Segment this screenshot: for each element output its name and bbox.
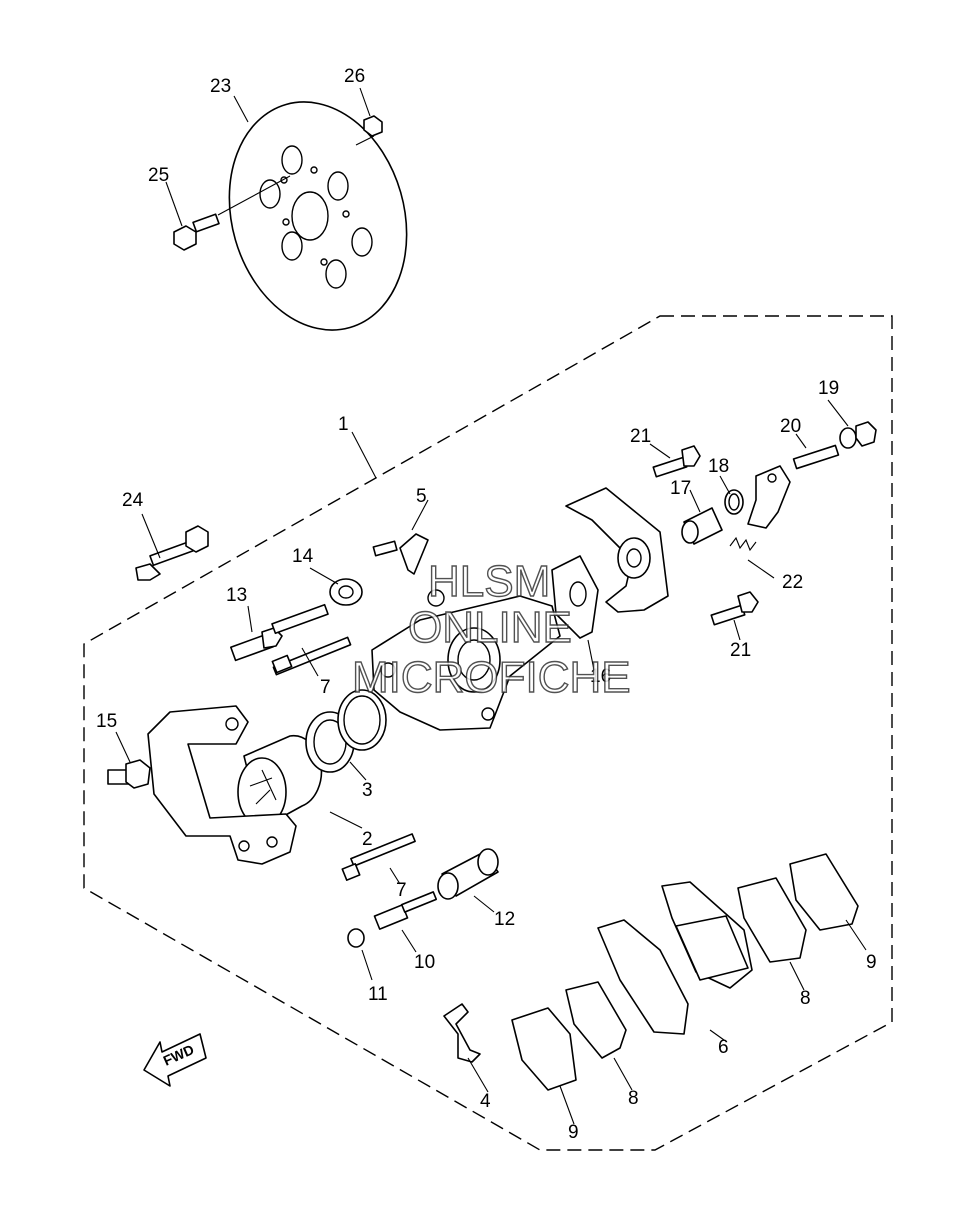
slide-sleeve[interactable] bbox=[437, 848, 499, 900]
mount-bolt[interactable] bbox=[107, 759, 151, 789]
callout-9-lower: 9 bbox=[568, 1122, 579, 1143]
bracket-bolt-lower[interactable] bbox=[710, 591, 759, 626]
washer-nut[interactable] bbox=[839, 421, 877, 449]
leader-lines bbox=[115, 87, 867, 1125]
callout-5: 5 bbox=[416, 486, 427, 507]
callout-25: 25 bbox=[148, 165, 169, 186]
part-callouts: 23 26 25 1 19 20 21 18 17 5 24 14 13 22 … bbox=[96, 66, 877, 1143]
callout-8-upper: 8 bbox=[800, 988, 811, 1009]
piston-and-seals[interactable] bbox=[237, 689, 387, 829]
adjuster[interactable] bbox=[681, 507, 723, 545]
caliper-long-bolt[interactable] bbox=[135, 525, 209, 581]
caliper-bracket[interactable] bbox=[147, 705, 297, 865]
callout-17: 17 bbox=[670, 478, 691, 499]
spring[interactable] bbox=[729, 536, 757, 552]
callout-2: 2 bbox=[362, 829, 373, 850]
shim-upper-right[interactable] bbox=[737, 877, 807, 963]
callout-23: 23 bbox=[210, 76, 231, 97]
shim-center[interactable] bbox=[597, 919, 689, 1035]
callout-8-lower: 8 bbox=[628, 1088, 639, 1109]
callout-13: 13 bbox=[226, 585, 247, 606]
caliper-assembly-boundary bbox=[83, 315, 893, 1151]
callout-4: 4 bbox=[480, 1091, 491, 1112]
brake-pad-lower-left[interactable] bbox=[511, 1007, 577, 1091]
callout-7-lower: 7 bbox=[396, 880, 407, 901]
brake-pad-center[interactable] bbox=[661, 881, 753, 989]
callout-21-lower: 21 bbox=[730, 640, 751, 661]
watermark: HLSM ONLINE MICROFICHE bbox=[351, 556, 631, 702]
callout-11: 11 bbox=[368, 984, 388, 1005]
grommet[interactable] bbox=[329, 578, 363, 606]
callout-21-upper: 21 bbox=[630, 426, 651, 447]
watermark-line-2: ONLINE bbox=[408, 603, 572, 652]
pad-clip-bolt[interactable] bbox=[372, 533, 429, 575]
parking-brake-bracket[interactable] bbox=[565, 487, 669, 613]
callout-19: 19 bbox=[818, 378, 839, 399]
adjuster-bolt[interactable] bbox=[792, 444, 840, 470]
lever[interactable] bbox=[747, 465, 791, 529]
callout-20: 20 bbox=[780, 416, 801, 437]
callout-12: 12 bbox=[494, 909, 515, 930]
callout-18: 18 bbox=[708, 456, 729, 477]
callout-24: 24 bbox=[122, 490, 144, 511]
callout-3: 3 bbox=[362, 780, 373, 801]
pad-spring-4[interactable] bbox=[443, 1003, 481, 1063]
callout-14: 14 bbox=[292, 546, 314, 567]
circlip[interactable] bbox=[347, 928, 365, 948]
disc-bolt[interactable] bbox=[173, 175, 291, 251]
callout-1: 1 bbox=[338, 414, 349, 435]
watermark-line-1: HLSM bbox=[428, 557, 550, 606]
callout-9-upper: 9 bbox=[866, 952, 877, 973]
slide-pin[interactable] bbox=[373, 891, 438, 930]
brake-pad-upper-right[interactable] bbox=[789, 853, 859, 931]
callout-10: 10 bbox=[414, 952, 435, 973]
watermark-line-3: MICROFICHE bbox=[352, 653, 631, 702]
caliper-body[interactable] bbox=[371, 555, 599, 731]
callout-7-upper: 7 bbox=[320, 677, 331, 698]
pad-pin-upper[interactable] bbox=[271, 636, 352, 676]
callout-26: 26 bbox=[344, 66, 365, 87]
callout-15: 15 bbox=[96, 711, 117, 732]
bracket-bolt-upper[interactable] bbox=[652, 445, 701, 478]
callout-16: 16 bbox=[590, 666, 611, 687]
disc-nut[interactable] bbox=[355, 115, 383, 146]
callout-6: 6 bbox=[718, 1037, 729, 1058]
pad-pin-lower[interactable] bbox=[341, 833, 416, 881]
o-ring[interactable] bbox=[724, 489, 744, 515]
fwd-arrow-icon: FWD bbox=[143, 1033, 207, 1087]
brake-disc[interactable] bbox=[203, 81, 432, 351]
callout-22: 22 bbox=[782, 572, 803, 593]
bleed-screw[interactable] bbox=[230, 603, 329, 662]
shim-lower-left[interactable] bbox=[565, 981, 627, 1059]
